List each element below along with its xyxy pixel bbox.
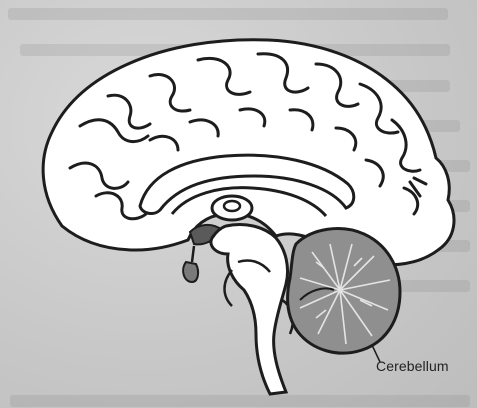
pituitary-gland xyxy=(183,262,198,282)
cerebellum-label: Cerebellum xyxy=(376,358,449,374)
thalamus xyxy=(212,196,252,220)
brainstem xyxy=(211,225,288,395)
